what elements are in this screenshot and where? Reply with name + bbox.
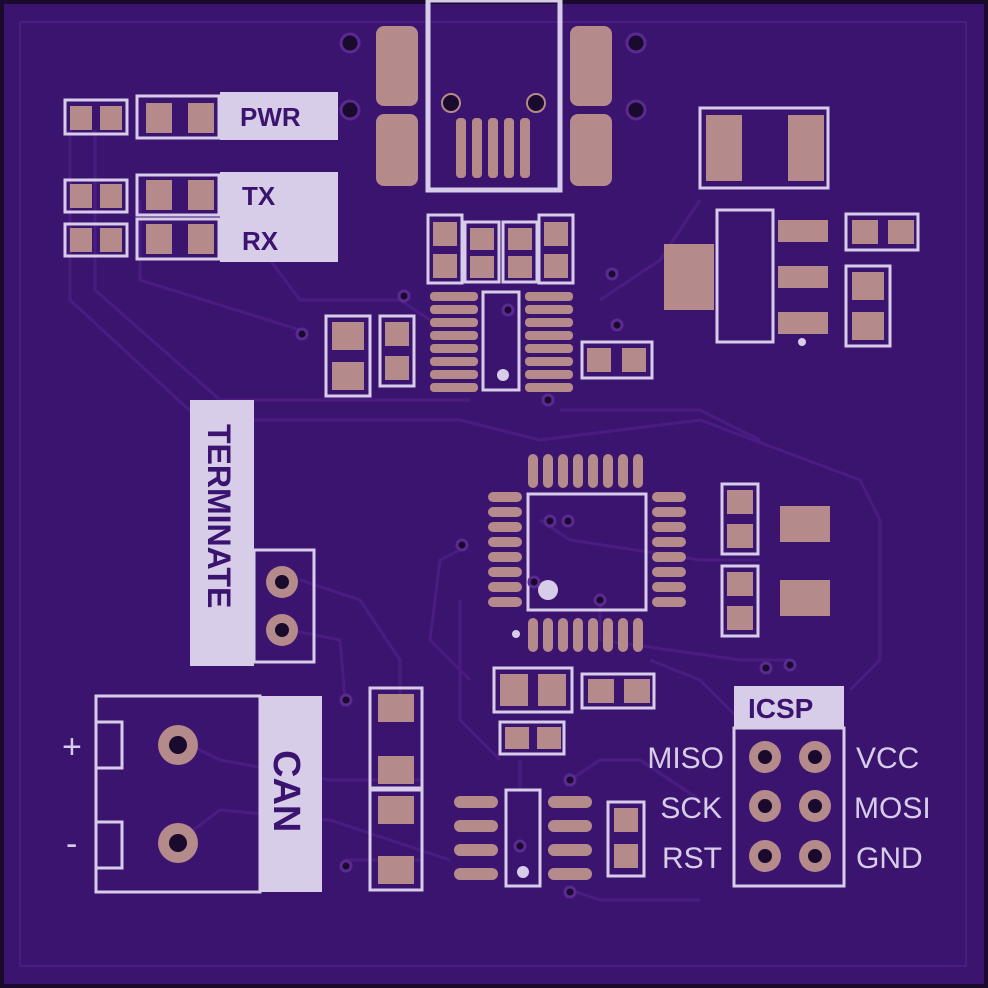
- icsp-header: [732, 726, 846, 888]
- can-label: CAN: [265, 750, 307, 832]
- vias: [295, 267, 797, 899]
- pwr-label-block: [220, 92, 338, 140]
- crystal-caps: [720, 482, 830, 638]
- can-terminal: [94, 694, 262, 894]
- txrx-label-block: [220, 172, 338, 262]
- terminate-label-block: [190, 400, 254, 666]
- icsp-pin-rst: RST: [662, 842, 722, 875]
- icsp-pin-mosi: MOSI: [854, 792, 931, 825]
- capacitors-below-mcu: [492, 666, 656, 756]
- icsp-pin-miso: MISO: [647, 742, 724, 775]
- capacitors-left: [324, 314, 654, 398]
- can-minus-label: -: [66, 825, 77, 863]
- icsp-label: ICSP: [748, 693, 813, 724]
- led-resistor-array: [63, 94, 221, 261]
- can-label-block: [260, 696, 322, 892]
- pwr-label: PWR: [240, 102, 301, 132]
- usb-connector: [339, 0, 647, 193]
- voltage-regulator: [664, 106, 920, 348]
- copper-traces: [68, 130, 882, 902]
- icsp-pin-gnd: GND: [856, 842, 923, 875]
- icsp-pin-sck: SCK: [660, 792, 722, 825]
- icsp-pin-vcc: VCC: [856, 742, 919, 775]
- terminate-jumper: [252, 548, 316, 664]
- can-plus-label: +: [62, 728, 82, 766]
- microcontroller-qfp: [488, 454, 686, 652]
- icsp-label-block: [734, 686, 844, 728]
- can-transceiver: [368, 686, 646, 892]
- rx-label: RX: [242, 226, 279, 256]
- terminate-label: TERMINATE: [201, 424, 237, 608]
- tx-label: TX: [242, 181, 276, 211]
- usb-uart-chip: [426, 213, 575, 392]
